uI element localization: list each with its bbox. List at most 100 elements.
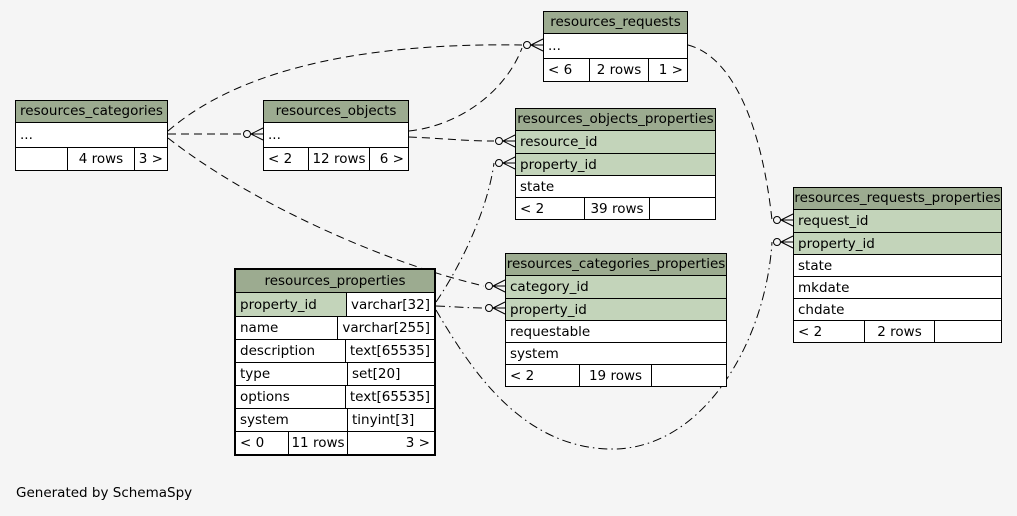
footer-rowcount: 2 rows [864,321,934,342]
table-resources-requests[interactable]: resources_requests ... < 6 2 rows 1 > [543,11,688,82]
edge-categories-to-requests [167,44,523,132]
table-footer: < 0 11 rows 3 > [236,431,434,454]
edge-categories-to-categories-properties [167,137,485,287]
footer-children [651,365,726,386]
table-resources-properties[interactable]: resources_properties property_id varchar… [234,268,436,456]
column-label: ... [548,38,561,54]
column-label: property_id [520,156,597,173]
footer-parents: < 2 [798,323,823,340]
column-row-system: system tinyint[3] [236,408,434,431]
column-row-chdate: chdate [794,298,1001,320]
edge-properties-to-objects-properties [435,162,495,303]
column-label: requestable [510,323,591,340]
column-row-requestable: requestable [506,320,726,342]
column-label: resource_id [520,134,598,150]
footer-rowcount: 12 rows [308,148,369,170]
footer-rowcount: 11 rows [288,432,347,454]
footer-parents: < 2 [268,151,293,167]
endpoint-categories-properties-property-id [485,301,506,315]
endpoint-requests-properties-request-id [773,213,794,227]
footer-parents: < 0 [240,435,265,451]
table-footer: < 2 12 rows 6 > [264,147,408,170]
column-row-property-id: property_id [516,153,715,175]
column-type: varchar[32] [345,293,434,316]
table-footer: < 2 39 rows [516,197,715,219]
column-label: state [520,178,555,195]
table-title[interactable]: resources_objects_properties [516,109,715,131]
table-title[interactable]: resources_categories [16,101,167,123]
endpoint-requests [523,38,544,52]
table-title[interactable]: resources_categories_properties [506,254,726,276]
footer-children: 6 > [369,148,408,170]
column-label: options [240,389,290,405]
column-row-resource-id: resource_id [516,131,715,153]
table-footer: < 2 19 rows [506,364,726,386]
table-title[interactable]: resources_objects [264,101,408,123]
column-row-category-id: category_id [506,276,726,298]
column-type: varchar[255] [337,317,434,339]
column-type: tinyint[3] [347,409,434,431]
edge-properties-to-categories-properties [435,305,485,309]
footer-children: 3 > [133,148,167,170]
column-row-mkdate: mkdate [794,276,1001,298]
table-resources-categories[interactable]: resources_categories ... 4 rows 3 > [15,100,168,171]
endpoint-objects-properties-resource-id [495,134,516,148]
footer-children: 3 > [347,432,434,454]
column-label: description [240,343,316,359]
footer-rowcount: 19 rows [579,365,651,386]
footer-parents [16,148,67,170]
table-footer: < 6 2 rows 1 > [544,58,687,81]
footer-parents: < 2 [510,367,535,384]
column-row-description: description text[65535] [236,339,434,362]
table-title[interactable]: resources_requests_properties [794,188,1001,210]
footer-children [934,321,1001,342]
column-row-options: options text[65535] [236,385,434,408]
column-label: name [240,320,279,336]
footer-rowcount: 39 rows [584,198,649,219]
table-footer: 4 rows 3 > [16,147,167,170]
table-resources-requests-properties[interactable]: resources_requests_properties request_id… [793,187,1002,343]
column-row-system: system [506,342,726,364]
column-row-state: state [794,254,1001,276]
footer-children [649,198,715,219]
column-label: ... [20,127,33,143]
column-row-property-id: property_id [506,298,726,320]
edge-objects-to-requests [408,47,523,132]
column-row-property-id: property_id [794,232,1001,254]
footer-parents: < 6 [548,62,573,78]
endpoint-objects [243,127,264,141]
column-label: property_id [798,235,875,252]
column-row-name: name varchar[255] [236,316,434,339]
generated-by-credit: Generated by SchemaSpy [16,485,193,501]
column-label: property_id [510,301,587,318]
table-title[interactable]: resources_properties [236,270,434,293]
edge-objects-to-objects-properties [408,136,495,142]
column-label: type [240,366,271,382]
table-resources-objects-properties[interactable]: resources_objects_properties resource_id… [515,108,716,220]
column-row-request-id: request_id [794,210,1001,232]
column-label: request_id [798,213,869,229]
elided-columns-row: ... [544,34,687,58]
column-label: system [240,412,289,428]
column-label: category_id [510,279,589,295]
column-label: property_id [236,293,346,316]
table-resources-objects[interactable]: resources_objects ... < 2 12 rows 6 > [263,100,409,171]
column-label: chdate [798,301,845,318]
endpoint-objects-properties-property-id [495,156,516,170]
endpoint-categories-properties-category-id [485,279,506,293]
table-resources-categories-properties[interactable]: resources_categories_properties category… [505,253,727,387]
footer-rowcount: 4 rows [67,148,134,170]
table-title[interactable]: resources_requests [544,12,687,34]
elided-columns-row: ... [16,123,167,147]
endpoint-requests-properties-property-id [773,235,794,249]
table-footer: < 2 2 rows [794,320,1001,342]
footer-rowcount: 2 rows [589,59,648,81]
edge-properties-to-requests-properties [435,241,773,450]
column-type: set[20] [347,363,434,385]
column-label: mkdate [798,279,850,296]
footer-children: 1 > [648,59,687,81]
column-row-property-id: property_id varchar[32] [236,293,434,316]
column-row-type: type set[20] [236,362,434,385]
